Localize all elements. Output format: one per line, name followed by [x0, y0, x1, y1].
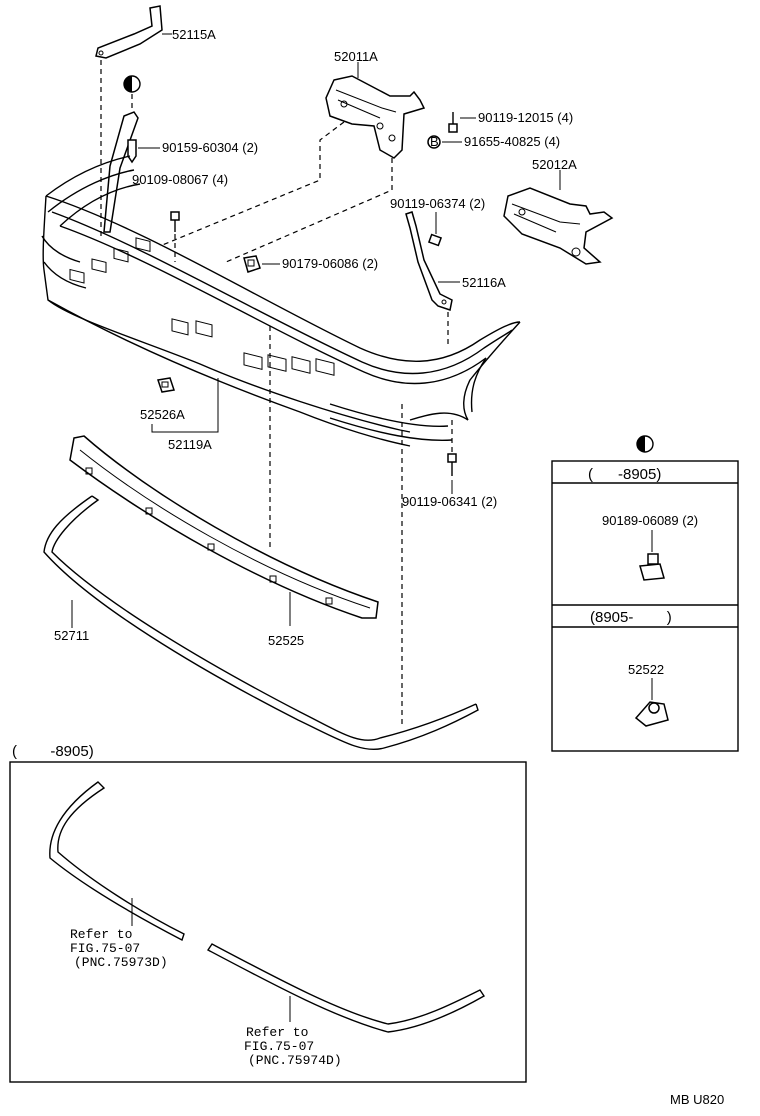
bracket-52115A[interactable] — [95, 5, 163, 59]
label-52522: 52522 — [628, 662, 664, 677]
strip-52711[interactable] — [43, 495, 479, 751]
diagram-code: MB U820 — [670, 1092, 724, 1107]
inset-bottom-header: ( -8905) — [12, 743, 94, 760]
label-52011A: 52011A — [334, 49, 378, 64]
clip-90159-60304[interactable] — [127, 139, 137, 164]
label-52525: 52525 — [268, 633, 304, 648]
label-52116A: 52116A — [462, 275, 506, 290]
svg-text:B: B — [430, 134, 439, 149]
label-52526A: 52526A — [140, 407, 185, 422]
inset-right: ( -8905) (8905- ) 90189-06089 (2) 52522 — [551, 435, 739, 752]
label-52711: 52711 — [54, 628, 89, 643]
bolt-90119-12015[interactable] — [448, 112, 458, 133]
ref2-line2: FIG.75-07 — [244, 1039, 314, 1054]
label-90109-08067: 90109-08067 (4) — [132, 172, 228, 187]
clip-52526A[interactable] — [157, 377, 175, 393]
stay-52116A[interactable] — [405, 211, 453, 311]
label-90179-06086: 90179-06086 (2) — [282, 256, 378, 271]
clip-90189-06089[interactable] — [639, 553, 665, 581]
bracket-52012A[interactable] — [503, 187, 614, 265]
ref2-line1: Refer to — [246, 1025, 308, 1040]
bolt-90119-06374[interactable] — [427, 233, 443, 247]
label-52115A: 52115A — [172, 27, 216, 42]
inset-right-header-mid: (8905- ) — [590, 609, 672, 626]
label-90119-06374: 90119-06374 (2) — [390, 196, 485, 211]
half-circle-marker-icon — [123, 75, 141, 93]
label-90119-12015: 90119-12015 (4) — [478, 110, 573, 125]
moulding-75973D[interactable] — [49, 781, 185, 942]
label-52119A: 52119A — [168, 437, 212, 452]
clip-52522[interactable] — [634, 701, 669, 727]
label-91655-40825: 91655-40825 (4) — [464, 134, 560, 149]
label-90159-60304: 90159-60304 (2) — [162, 140, 258, 155]
reinforcement-52525[interactable] — [69, 435, 379, 619]
ref1-line2: FIG.75-07 — [70, 941, 140, 956]
ref2-line3: (PNC.75974D) — [248, 1053, 342, 1068]
bracket-52011A[interactable] — [325, 75, 426, 159]
moulding-75974D[interactable] — [206, 943, 485, 1033]
label-90119-06341: 90119-06341 (2) — [402, 494, 497, 509]
half-circle-marker-icon — [636, 435, 654, 453]
ref1-line3: (PNC.75973D) — [74, 955, 168, 970]
label-90189-06089: 90189-06089 (2) — [602, 513, 698, 528]
label-52012A: 52012A — [532, 157, 577, 172]
bumper-cover-52119A[interactable] — [41, 155, 521, 447]
bolt-90109-08067[interactable] — [170, 211, 180, 232]
bolt-90119-06341[interactable] — [447, 453, 457, 476]
nut-91655-40825[interactable]: B — [427, 134, 441, 149]
inset-bottom: ( -8905) Refer to FIG.75-07 (PNC.75973D)… — [9, 743, 527, 1083]
ref1-line1: Refer to — [70, 927, 132, 942]
inset-right-header-top: ( -8905) — [588, 466, 661, 483]
clip-90179-06086[interactable] — [243, 255, 261, 273]
